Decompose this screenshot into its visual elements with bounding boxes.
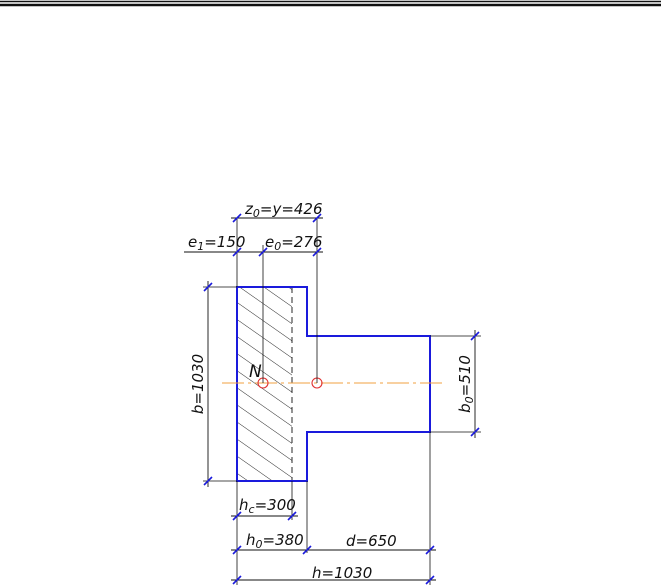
header-double-rule [0,0,661,7]
dim-z0-y-label: z0=y=426 [244,200,323,220]
dimension-ticks [203,213,480,585]
dim-h0-label: h0=380 [246,531,304,551]
dim-b0-label: b0=510 [456,355,476,413]
dim-d-label: d=650 [346,532,397,550]
dim-e1-label: e1=150 [188,233,245,253]
dim-h-label: h=1030 [312,564,372,582]
dim-e0-label: e0=276 [265,233,322,253]
dim-hc-label: hc=300 [239,496,296,516]
force-label: N [249,362,262,382]
extension-lines [184,218,481,585]
dim-b-label: b=1030 [189,354,207,414]
compressed-zone-hatch [237,287,292,481]
dimension-lines [184,217,476,581]
